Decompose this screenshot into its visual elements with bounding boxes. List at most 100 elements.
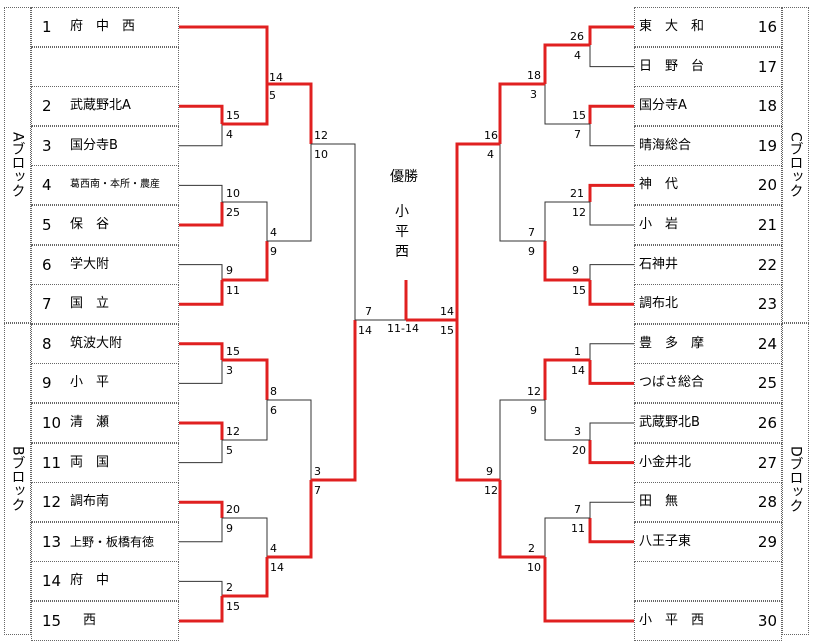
match-score: 26 (570, 30, 584, 43)
match-score: 4 (270, 542, 277, 555)
bracket-line (543, 557, 634, 623)
block-b: Bブロック (4, 323, 31, 635)
match-score: 9 (226, 264, 233, 277)
match-score: 3 (314, 465, 321, 478)
bracket-line (589, 45, 634, 68)
bracket-line (589, 202, 634, 226)
bracket-line (588, 360, 634, 385)
bracket-line (544, 517, 590, 557)
match-score: 7 (314, 484, 321, 497)
bracket-line (498, 82, 545, 144)
bracket-line (179, 124, 223, 147)
seed-number: 29 (757, 532, 777, 551)
team-name: 小 平 西 (639, 613, 705, 628)
team-name: 国分寺B (70, 137, 118, 153)
match-score: 2 (528, 542, 535, 555)
seed-number: 17 (757, 57, 777, 76)
team-name: 武蔵野北A (70, 98, 131, 114)
seed-number: 28 (757, 493, 777, 512)
team-name: 清 瀬 (70, 415, 110, 430)
seed-number: 19 (757, 136, 777, 155)
bracket-line (311, 143, 356, 320)
match-score: 10 (527, 561, 541, 574)
match-score: 7 (574, 503, 581, 516)
bracket-line (588, 183, 634, 202)
match-score: 15 (226, 600, 240, 613)
team-name: 筑波大附 (70, 335, 123, 351)
match-score: 12 (527, 385, 541, 398)
team-name: 葛西南・本所・農産 (70, 179, 160, 191)
match-score: 4 (487, 148, 494, 161)
team-row: 27 小金井北 (634, 442, 782, 483)
match-score: 7 (365, 305, 372, 318)
team-name: 小 平 (70, 375, 110, 391)
team-name: 学大附 (70, 256, 110, 272)
bracket-line (222, 358, 269, 400)
bracket-line (588, 518, 634, 544)
seed-number: 4 (42, 176, 52, 195)
bracket-line (222, 241, 269, 282)
seed-number: 27 (757, 453, 777, 472)
bracket-line (499, 399, 545, 480)
team-row: 4 葛西南・本所・農産 (31, 165, 179, 206)
bracket-line (588, 440, 634, 465)
match-score: 14 (270, 561, 284, 574)
team-name: 調布北 (639, 296, 679, 312)
team-name: 田 無 (639, 494, 679, 510)
bracket-line (589, 264, 634, 280)
match-score: 18 (527, 69, 541, 82)
match-score: 6 (270, 404, 277, 417)
team-name: 小 岩 (639, 217, 679, 232)
match-score: 14 (571, 364, 585, 377)
match-score: 12 (226, 425, 240, 438)
final-score: 11-14 (387, 322, 419, 335)
team-name: 石神井 (639, 256, 679, 272)
bracket-line (179, 440, 223, 464)
bracket-line (543, 43, 590, 84)
team-name: 上野・板橋有徳 (70, 534, 155, 549)
block-label: Dブロック (787, 445, 804, 513)
bracket-line (179, 518, 223, 543)
team-name: 小金井北 (639, 454, 692, 470)
match-score: 9 (530, 404, 537, 417)
team-name: 調布南 (70, 494, 110, 510)
match-score: 5 (269, 89, 276, 102)
champion-name: 小 平 西 (395, 204, 409, 260)
team-name: 国 立 (70, 296, 110, 312)
bracket-line (222, 557, 269, 598)
seed-number: 15 (42, 612, 62, 630)
bracket-line (179, 202, 224, 227)
match-score: 10 (314, 148, 328, 161)
bracket-line (222, 201, 268, 241)
bracket-line (179, 280, 224, 306)
bracket-line (179, 421, 224, 440)
bracket-line (543, 358, 590, 400)
block-label: Bブロック (9, 446, 26, 512)
bracket-line (544, 400, 590, 441)
match-score: 4 (574, 49, 581, 62)
match-score: 9 (572, 264, 579, 277)
match-score: 14 (358, 324, 372, 337)
bracket-line (311, 320, 357, 482)
champion-title: 優勝 (390, 169, 418, 185)
bracket-line (267, 144, 312, 242)
team-name: 武蔵野北B (639, 415, 700, 430)
block-d: Dブロック (782, 323, 809, 635)
match-score: 5 (226, 444, 233, 457)
bracket-line (179, 264, 223, 280)
match-score: 9 (528, 245, 535, 258)
seed-number: 8 (42, 334, 52, 353)
bracket-line (222, 517, 268, 557)
seed-number: 14 (42, 572, 62, 591)
